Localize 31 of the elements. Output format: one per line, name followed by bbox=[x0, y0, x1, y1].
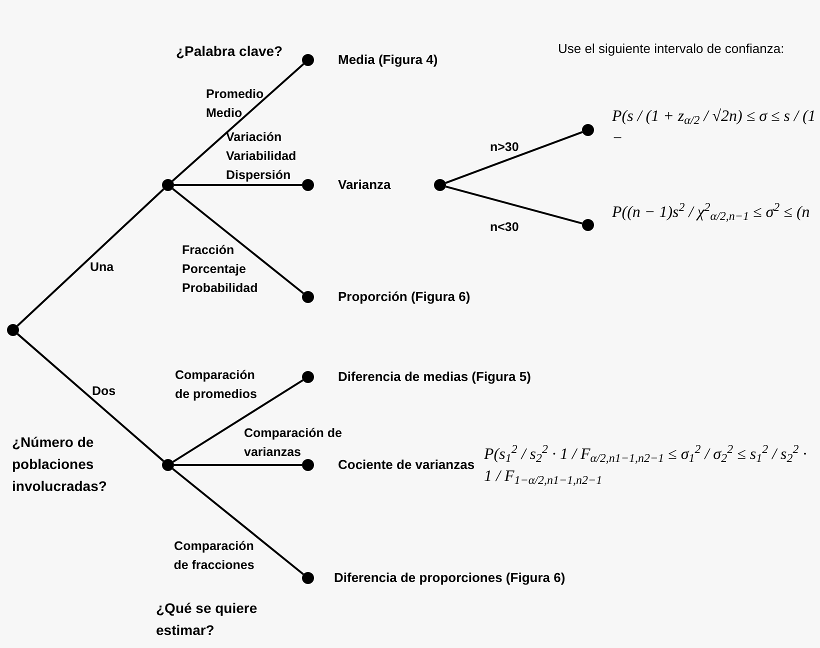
edge-label: Comparación de fracciones bbox=[172, 538, 256, 574]
outcome-label: Varianza bbox=[338, 176, 392, 194]
connector-line bbox=[172, 468, 304, 575]
question-text: ¿Número de poblaciones involucradas? bbox=[12, 433, 108, 496]
edge-label: n<30 bbox=[490, 219, 520, 236]
question-text: ¿Qué se quiere estimar? bbox=[156, 599, 258, 640]
outcome-label: Proporción (Figura 6) bbox=[338, 288, 472, 306]
formula: P((n − 1)s$^{2}$ / χ$^{2}$$_{α/2,n−1}$ ≤ σ$^{2}$ ≤ (n bbox=[612, 202, 811, 224]
connector-line bbox=[16, 333, 164, 462]
formula: P(s / (1 + z$_{α/2}$ / √2n) ≤ σ ≤ s / (1 − bbox=[612, 107, 817, 149]
outcome-label: Diferencia de medias (Figura 5) bbox=[338, 368, 532, 386]
edge-label: n>30 bbox=[490, 139, 520, 156]
edge-label: Variación Variabilidad Dispersión bbox=[226, 129, 298, 184]
question-text: ¿Palabra clave? bbox=[176, 42, 284, 61]
edge-label: Fracción Porcentaje Probabilidad bbox=[182, 242, 259, 297]
connector-line bbox=[174, 184, 302, 186]
edge-label: Dos bbox=[92, 383, 117, 400]
edge-label: Una bbox=[90, 259, 115, 276]
formula: P(s$_{1}$$^{2}$ / s$_{2}$$^{2}$ · 1 / F$_{α/2,n1−1,n2−1}$ ≤ σ$_{1}$$^{2}$ / σ$_{2}$$^{2}$ ≤ s$_{1}$$^{2}$ / s$_{2}$$^{2}$ · 1 / F$_{1−α/2,n1−1,n2−1}$ bbox=[484, 444, 808, 488]
connector-line bbox=[446, 186, 582, 224]
edge-label: Promedio Medio bbox=[206, 86, 265, 122]
outcome-label: Media (Figura 4) bbox=[338, 51, 439, 69]
connector-line bbox=[172, 63, 304, 182]
connector-line bbox=[174, 464, 302, 466]
connector-line bbox=[172, 188, 304, 294]
connector-line bbox=[172, 379, 304, 463]
edge-label: Comparación de promedios bbox=[175, 367, 258, 403]
outcome-label: Diferencia de proporciones (Figura 6) bbox=[334, 569, 566, 587]
instruction-text: Use el siguiente intervalo de confianza: bbox=[558, 40, 786, 58]
connector-line bbox=[16, 188, 164, 327]
connector-line bbox=[445, 131, 583, 184]
